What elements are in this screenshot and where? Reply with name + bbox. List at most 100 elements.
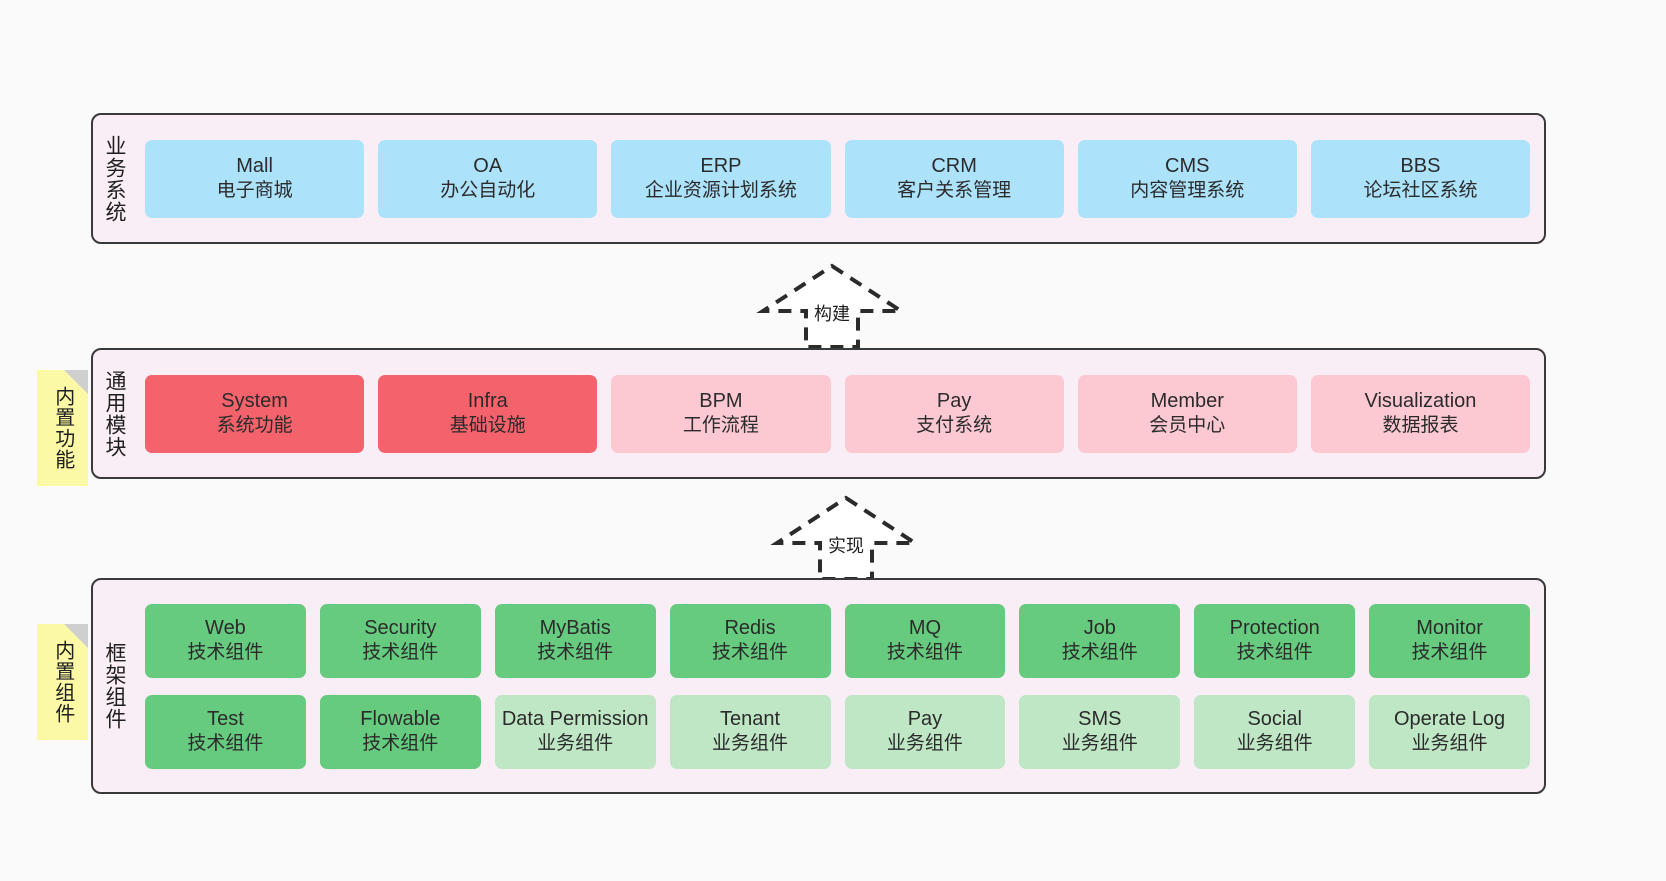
arrow-implement-label: 实现 [828, 536, 864, 556]
node-title: Data Permission [501, 707, 649, 730]
node-subtitle: 业务组件 [537, 733, 614, 755]
node-subtitle: 技术组件 [886, 642, 963, 664]
node-subtitle: 电子商城 [216, 180, 293, 202]
node-subtitle: 系统功能 [216, 415, 293, 437]
node-job[interactable]: Job 技术组件 [1019, 603, 1181, 678]
node-protection[interactable]: Protection 技术组件 [1194, 603, 1356, 678]
node-title: Pay [907, 707, 943, 730]
sticky-note-built-in-components-label: 内置组件 [51, 640, 74, 724]
node-subtitle: 技术组件 [362, 642, 439, 664]
node-data-permission[interactable]: Data Permission 业务组件 [494, 694, 656, 769]
node-title: Monitor [1416, 616, 1483, 639]
node-oa[interactable]: OA 办公自动化 [378, 139, 598, 218]
node-title: BPM [699, 389, 743, 412]
node-title: SMS [1078, 707, 1122, 730]
node-subtitle: 技术组件 [537, 642, 614, 664]
node-title: Security [364, 616, 437, 639]
layer-business-title: 业务系统 [102, 134, 126, 223]
node-mall[interactable]: Mall 电子商城 [145, 139, 365, 218]
node-subtitle: 技术组件 [362, 733, 439, 755]
node-redis[interactable]: Redis 技术组件 [669, 603, 831, 678]
node-title: Social [1247, 707, 1302, 730]
arrow-build-label: 构建 [814, 304, 850, 324]
node-title: Test [207, 707, 244, 730]
node-social[interactable]: Social 业务组件 [1194, 694, 1356, 769]
node-subtitle: 技术组件 [1061, 642, 1138, 664]
arrow-build-glyph [756, 263, 908, 349]
node-system[interactable]: System 系统功能 [145, 374, 365, 453]
node-title: Job [1083, 616, 1116, 639]
node-title: Infra [467, 389, 508, 412]
node-subtitle: 业务组件 [1411, 733, 1488, 755]
node-bpm[interactable]: BPM 工作流程 [611, 374, 831, 453]
node-subtitle: 办公自动化 [440, 180, 536, 202]
sticky-note-built-in-components: 内置组件 [37, 624, 88, 740]
node-title: OA [473, 154, 503, 177]
node-bbs[interactable]: BBS 论坛社区系统 [1310, 139, 1531, 218]
node-subtitle: 内容管理系统 [1130, 180, 1245, 202]
node-security[interactable]: Security 技术组件 [319, 603, 481, 678]
node-mybatis[interactable]: MyBatis 技术组件 [494, 603, 656, 678]
node-subtitle: 基础设施 [449, 415, 526, 437]
node-cms[interactable]: CMS 内容管理系统 [1077, 139, 1297, 218]
node-subtitle: 技术组件 [1411, 642, 1488, 664]
arrow-build: 构建 [756, 262, 908, 349]
node-tenant[interactable]: Tenant 业务组件 [669, 694, 831, 769]
node-flowable[interactable]: Flowable 技术组件 [319, 694, 481, 769]
node-title: CRM [931, 154, 977, 177]
node-title: ERP [700, 154, 742, 177]
node-subtitle: 业务组件 [712, 733, 789, 755]
node-pay[interactable]: Pay 业务组件 [844, 694, 1006, 769]
arrow-implement: 实现 [770, 494, 922, 581]
node-subtitle: 企业资源计划系统 [644, 180, 797, 202]
node-subtitle: 技术组件 [712, 642, 789, 664]
layer-modules-body: System 系统功能 Infra 基础设施 BPM 工作流程 Pay 支付系统 Member 会… [135, 350, 1544, 477]
node-web[interactable]: Web 技术组件 [145, 603, 306, 678]
node-infra[interactable]: Infra 基础设施 [378, 374, 598, 453]
layer-framework-title: 框架组件 [102, 642, 126, 730]
node-title: Operate Log [1393, 707, 1506, 730]
node-subtitle: 技术组件 [187, 642, 264, 664]
node-subtitle: 业务组件 [886, 733, 963, 755]
node-subtitle: 客户关系管理 [897, 180, 1012, 202]
node-title: Pay [936, 389, 972, 412]
node-mq[interactable]: MQ 技术组件 [844, 603, 1006, 678]
node-subtitle: 工作流程 [682, 415, 759, 437]
node-subtitle: 数据报表 [1382, 415, 1459, 437]
layer-modules-title: 通用模块 [102, 369, 126, 458]
node-title: Flowable [360, 707, 441, 730]
node-subtitle: 论坛社区系统 [1363, 180, 1478, 202]
node-title: Visualization [1364, 389, 1477, 412]
node-title: Web [205, 616, 246, 639]
node-member[interactable]: Member 会员中心 [1077, 374, 1297, 453]
node-subtitle: 支付系统 [916, 415, 993, 437]
node-subtitle: 业务组件 [1236, 733, 1313, 755]
layer-business-systems: 业务系统 Mall 电子商城 OA 办公自动化 ERP 企业资源计划系统 CRM 客户关系管理… [91, 113, 1546, 244]
node-pay[interactable]: Pay 支付系统 [844, 374, 1064, 453]
node-subtitle: 会员中心 [1149, 415, 1226, 437]
node-visualization[interactable]: Visualization 数据报表 [1310, 374, 1531, 453]
node-subtitle: 技术组件 [1236, 642, 1313, 664]
node-operate-log[interactable]: Operate Log 业务组件 [1369, 694, 1530, 769]
node-title: System [221, 389, 288, 412]
node-title: Tenant [720, 707, 781, 730]
node-monitor[interactable]: Monitor 技术组件 [1369, 603, 1530, 678]
node-title: CMS [1165, 154, 1210, 177]
layer-common-modules: 通用模块 System 系统功能 Infra 基础设施 BPM 工作流程 Pay 支付系统 Me… [91, 348, 1546, 479]
node-title: MyBatis [539, 616, 611, 639]
node-title: Member [1150, 389, 1224, 412]
node-erp[interactable]: ERP 企业资源计划系统 [611, 139, 831, 218]
node-title: BBS [1400, 154, 1441, 177]
node-title: Redis [724, 616, 776, 639]
node-title: Mall [236, 154, 273, 177]
node-title: MQ [908, 616, 942, 639]
node-crm[interactable]: CRM 客户关系管理 [844, 139, 1064, 218]
node-title: Protection [1229, 616, 1320, 639]
